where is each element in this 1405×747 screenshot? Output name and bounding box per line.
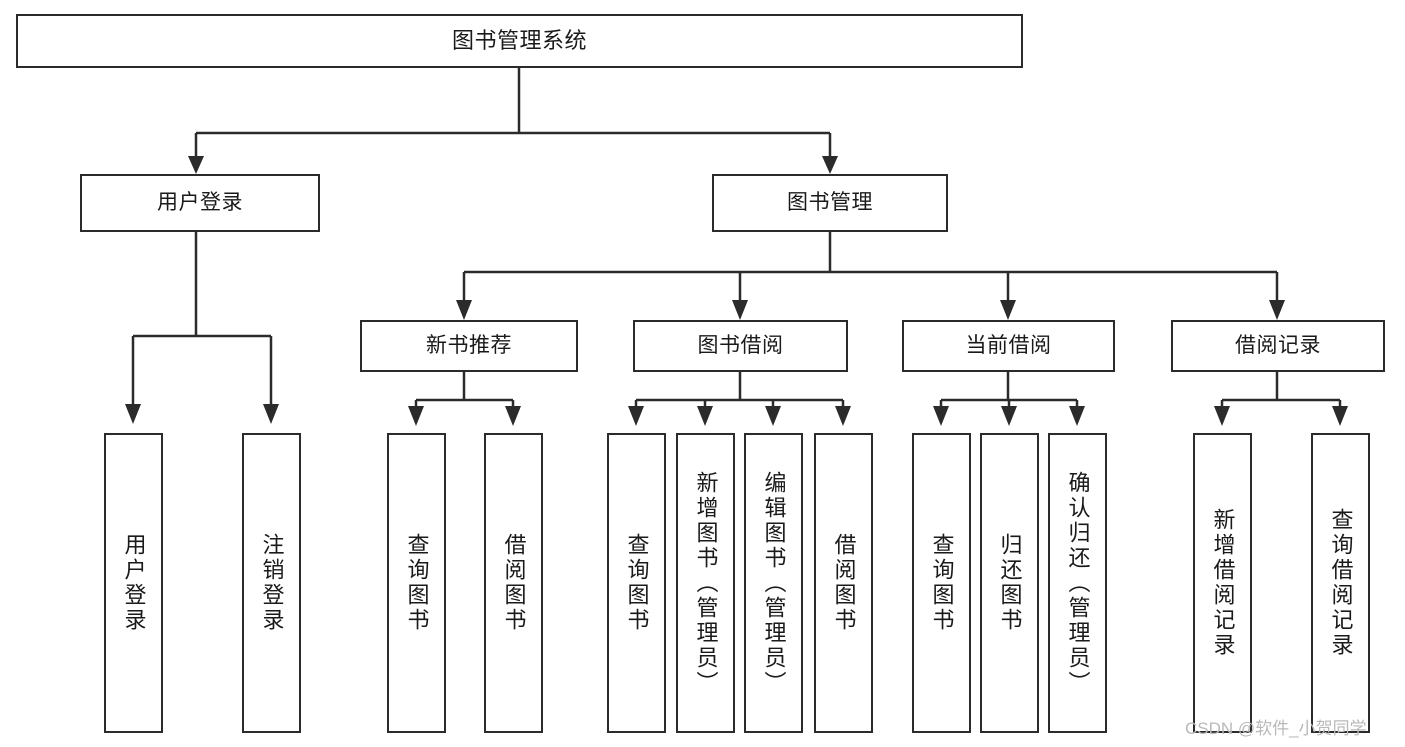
node-root-book-management-system[interactable]: 图书管理系统 bbox=[16, 14, 1023, 68]
watermark-text: CSDN @软件_小贺同学 bbox=[1185, 719, 1367, 738]
node-new-book-recommend[interactable]: 新书推荐 bbox=[360, 320, 578, 372]
node-user-login[interactable]: 用户登录 bbox=[80, 174, 320, 232]
node-label: 编辑图书（管理员） bbox=[761, 470, 787, 696]
node-label: 借阅图书 bbox=[831, 533, 857, 633]
node-label: 注销登录 bbox=[259, 533, 285, 633]
node-label: 新增借阅记录 bbox=[1210, 508, 1236, 658]
node-label: 查询图书 bbox=[404, 533, 430, 633]
node-label: 图书管理系统 bbox=[451, 28, 587, 54]
node-label: 新书推荐 bbox=[426, 333, 512, 357]
arrow-to-leaf-return-book bbox=[1001, 406, 1017, 426]
arrow-to-leaf-query-book-3 bbox=[933, 406, 949, 426]
node-book-borrow[interactable]: 图书借阅 bbox=[633, 320, 848, 372]
node-leaf-user-login[interactable]: 用户登录 bbox=[104, 433, 163, 733]
node-label: 确认归还（管理员） bbox=[1065, 470, 1091, 696]
arrow-to-leaf-borrow-book-2 bbox=[835, 406, 851, 426]
node-leaf-query-book-borrow[interactable]: 查询图书 bbox=[607, 433, 666, 733]
node-leaf-confirm-return-admin[interactable]: 确认归还（管理员） bbox=[1048, 433, 1107, 733]
arrow-to-leaf-query-book-2 bbox=[628, 406, 644, 426]
node-leaf-add-book-admin[interactable]: 新增图书（管理员） bbox=[676, 433, 735, 733]
arrow-to-current-borrow bbox=[1000, 300, 1016, 320]
arrow-to-new-book-recommend bbox=[456, 300, 472, 320]
node-borrow-record[interactable]: 借阅记录 bbox=[1171, 320, 1385, 372]
node-leaf-query-book-current[interactable]: 查询图书 bbox=[912, 433, 971, 733]
node-leaf-borrow-book-new-recommend[interactable]: 借阅图书 bbox=[484, 433, 543, 733]
arrow-to-leaf-query-record bbox=[1332, 406, 1348, 426]
arrow-to-leaf-user-logout bbox=[263, 404, 279, 424]
arrow-to-leaf-query-book-1 bbox=[408, 406, 424, 426]
node-label: 查询借阅记录 bbox=[1328, 508, 1354, 658]
node-label: 借阅记录 bbox=[1235, 333, 1321, 357]
arrow-to-leaf-confirm-return bbox=[1069, 406, 1085, 426]
node-label: 新增图书（管理员） bbox=[693, 470, 719, 696]
arrow-to-book-borrow bbox=[732, 300, 748, 320]
arrow-to-leaf-add-record bbox=[1214, 406, 1230, 426]
node-label: 图书管理 bbox=[787, 190, 873, 214]
node-leaf-add-borrow-record[interactable]: 新增借阅记录 bbox=[1193, 433, 1252, 733]
node-label: 用户登录 bbox=[121, 533, 147, 633]
node-leaf-query-borrow-record[interactable]: 查询借阅记录 bbox=[1311, 433, 1370, 733]
arrow-to-user-login bbox=[188, 156, 204, 174]
node-book-management[interactable]: 图书管理 bbox=[712, 174, 948, 232]
node-label: 当前借阅 bbox=[965, 333, 1052, 357]
node-label: 归还图书 bbox=[997, 533, 1023, 633]
node-current-borrow[interactable]: 当前借阅 bbox=[902, 320, 1115, 372]
arrow-to-book-management bbox=[822, 156, 838, 174]
node-label: 图书借阅 bbox=[697, 333, 784, 357]
arrow-to-leaf-add-book bbox=[697, 406, 713, 426]
node-leaf-user-logout[interactable]: 注销登录 bbox=[242, 433, 301, 733]
arrow-to-leaf-user-login bbox=[125, 404, 141, 424]
node-label: 查询图书 bbox=[624, 533, 650, 633]
node-leaf-query-book-new-recommend[interactable]: 查询图书 bbox=[387, 433, 446, 733]
node-leaf-edit-book-admin[interactable]: 编辑图书（管理员） bbox=[744, 433, 803, 733]
node-label: 查询图书 bbox=[929, 533, 955, 633]
node-label: 借阅图书 bbox=[501, 533, 527, 633]
node-leaf-borrow-book-borrow[interactable]: 借阅图书 bbox=[814, 433, 873, 733]
node-leaf-return-book[interactable]: 归还图书 bbox=[980, 433, 1039, 733]
arrow-to-leaf-edit-book bbox=[765, 406, 781, 426]
arrow-to-borrow-record bbox=[1269, 300, 1285, 320]
node-label: 用户登录 bbox=[157, 190, 243, 214]
arrow-to-leaf-borrow-book-1 bbox=[505, 406, 521, 426]
